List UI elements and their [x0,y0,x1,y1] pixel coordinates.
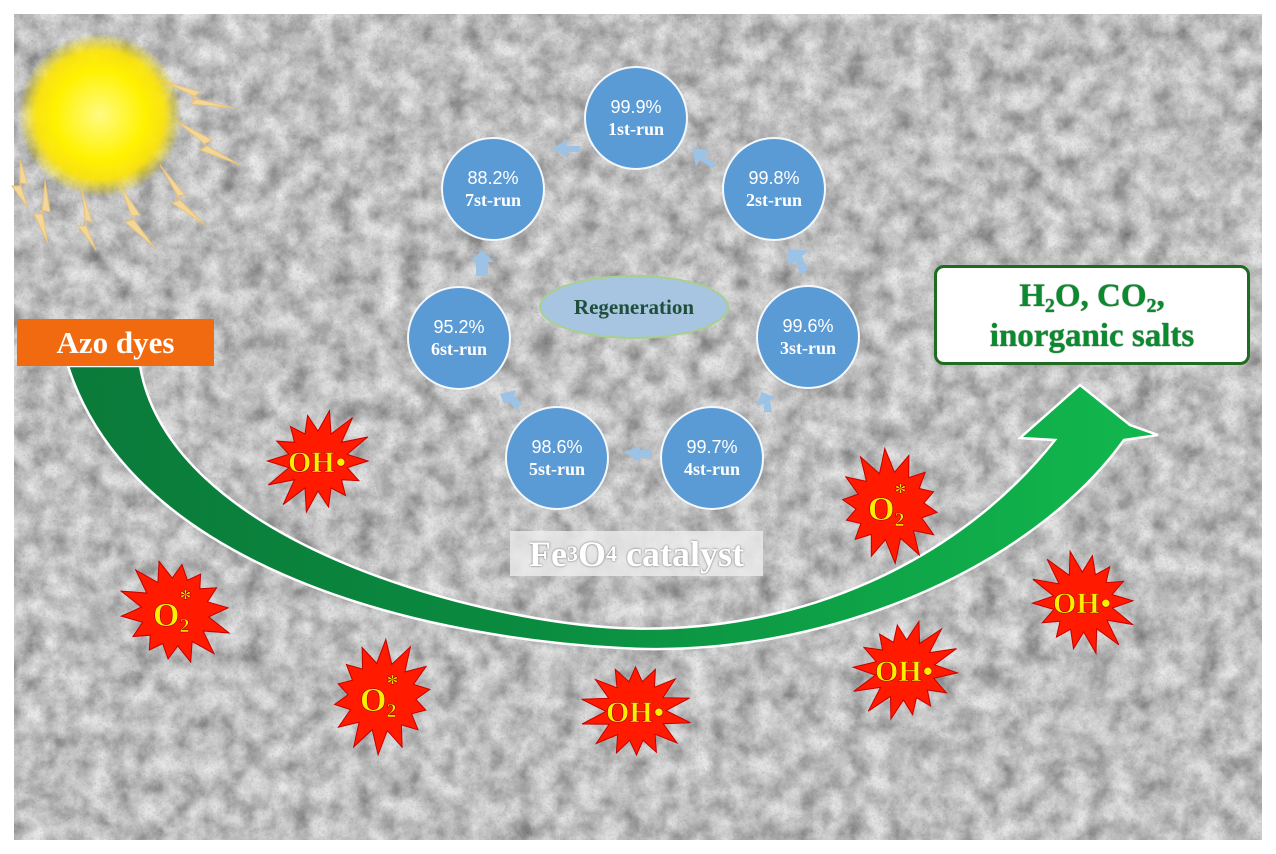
run-circle-4: 99.7% 4st-run [660,406,764,510]
oh-burst-2: OH• [581,665,691,757]
run-1-label: 1st-run [607,119,664,139]
oh-radical-label: OH• [875,655,933,688]
run-2-percent: 99.8% [748,168,800,188]
products-box: H2O, CO2, inorganic salts [934,265,1250,365]
o2-radical-label: O2* [868,480,906,531]
burst-shape [581,665,691,757]
oh-radical-label: OH• [606,696,664,729]
o2-burst-1: O2* [119,559,231,664]
arrow-shape [66,364,1159,651]
run-1-percent: 99.9% [610,97,662,117]
oh-burst-4: OH• [1030,549,1135,656]
run-3-label: 3st-run [779,338,836,358]
catalyst-word: catalyst [617,533,744,574]
burst-shape [841,446,939,566]
sun-rays [11,79,241,251]
products-comma: , [1156,278,1165,314]
run-circle-3: 99.6% 3st-run [756,285,860,389]
oh-burst-3: OH• [851,619,960,721]
run-5-percent: 98.6% [531,437,583,457]
run-3-percent: 99.6% [782,316,834,336]
products-h-sub: 2 [1044,295,1055,317]
degradation-arrow [66,364,1159,651]
oh-radical-label: OH• [288,446,346,479]
o2-burst-3: O2* [841,446,939,566]
sun-icon [11,33,241,251]
arrow-2-to-3 [788,250,808,274]
catalyst-fe: Fe [529,533,567,574]
run-circle-2: 99.8% 2st-run [722,137,826,241]
run-4-label: 4st-run [683,459,740,479]
run-6-percent: 95.2% [433,317,485,337]
o2-radical-label: O2* [153,586,191,637]
burst-shape [119,559,231,664]
oh-burst-1: OH• [265,408,370,514]
burst-shape [333,637,431,757]
run-4-percent: 99.7% [686,437,738,457]
azo-dyes-label: Azo dyes [17,319,214,366]
oh-radical-label: OH• [1053,587,1111,620]
arrow-6-to-7 [470,250,494,276]
run-circle-7: 88.2% 7st-run [441,137,545,241]
arrow-3-to-4 [756,392,776,412]
burst-shape [265,408,370,514]
arrow-5-to-6 [500,390,522,410]
products-co-sub: 2 [1146,295,1157,317]
products-o-co: O, CO [1054,278,1147,314]
run-circle-6: 95.2% 6st-run [407,286,511,390]
products-line-1: H2O, CO2, [937,276,1247,316]
regeneration-label: Regeneration [539,275,729,339]
run-5-label: 5st-run [528,459,585,479]
cycle-arrows [470,140,808,462]
run-circle-5: 98.6% 5st-run [505,406,609,510]
arrow-7-to-1 [552,140,580,158]
run-7-percent: 88.2% [467,168,519,188]
catalyst-o: O [577,533,606,574]
run-7-label: 7st-run [464,190,521,210]
o2-burst-2: O2* [333,637,431,757]
run-2-label: 2st-run [745,190,802,210]
radical-bursts: OH• O2* O2* OH• O2* OH• OH• [119,408,1135,757]
sun-disc [18,33,182,197]
arrow-4-to-5 [624,446,652,462]
products-h: H [1019,278,1045,314]
o2-radical-label: O2* [360,671,398,722]
run-6-label: 6st-run [430,339,487,359]
burst-shape [1030,549,1135,656]
run-circle-1: 99.9% 1st-run [584,66,688,170]
products-line-2: inorganic salts [989,318,1195,354]
burst-shape [851,619,960,721]
arrow-1-to-2 [692,148,716,168]
